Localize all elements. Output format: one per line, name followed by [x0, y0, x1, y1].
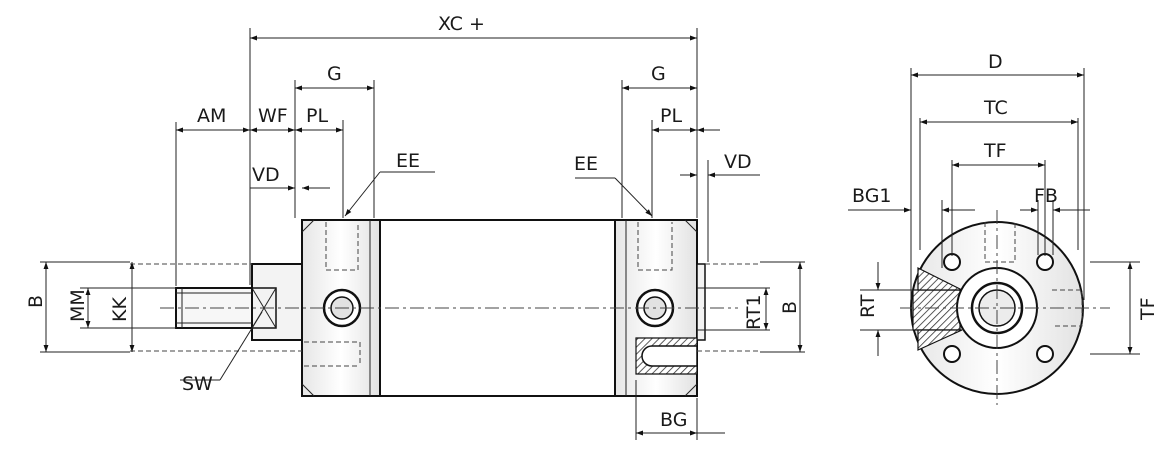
side-view	[130, 219, 760, 397]
label-mm: MM	[67, 289, 89, 322]
label-fb: FB	[1034, 185, 1058, 207]
leader-lines	[180, 171, 653, 381]
mount-hole	[1036, 253, 1054, 271]
label-b-left: B	[25, 295, 47, 308]
label-tc: TC	[983, 97, 1008, 119]
label-tf-side: TF	[1137, 297, 1159, 321]
label-d: D	[988, 51, 1003, 73]
label-vd-left: VD	[252, 164, 280, 186]
label-tf-top: TF	[983, 140, 1007, 162]
mount-hole	[943, 345, 961, 363]
label-g-right: G	[651, 63, 666, 85]
label-kk: KK	[109, 297, 131, 322]
label-wf: WF	[258, 105, 288, 127]
label-g-left: G	[327, 63, 342, 85]
label-ee-left: EE	[396, 150, 420, 172]
dimension-labels: XC + G G AM WF PL PL EE EE VD VD SW BG B…	[25, 13, 1159, 431]
label-sw: SW	[182, 373, 213, 395]
label-pl-right: PL	[660, 105, 682, 127]
label-bg1: BG1	[852, 185, 892, 207]
end-view	[900, 210, 1110, 405]
label-ee-right: EE	[574, 153, 598, 175]
label-rt1: RT1	[743, 294, 765, 330]
label-pl-left: PL	[306, 105, 328, 127]
label-am: AM	[197, 105, 226, 127]
label-rt: RT	[857, 294, 879, 318]
dimension-lines	[43, 35, 803, 436]
end-view-dimensions	[848, 68, 1140, 356]
mount-hole	[943, 253, 961, 271]
label-xc: XC +	[438, 13, 485, 35]
label-bg: BG	[660, 409, 687, 431]
label-b-right: B	[779, 301, 801, 314]
mount-hole	[1036, 345, 1054, 363]
extension-lines	[40, 28, 805, 440]
label-vd-right: VD	[724, 151, 752, 173]
